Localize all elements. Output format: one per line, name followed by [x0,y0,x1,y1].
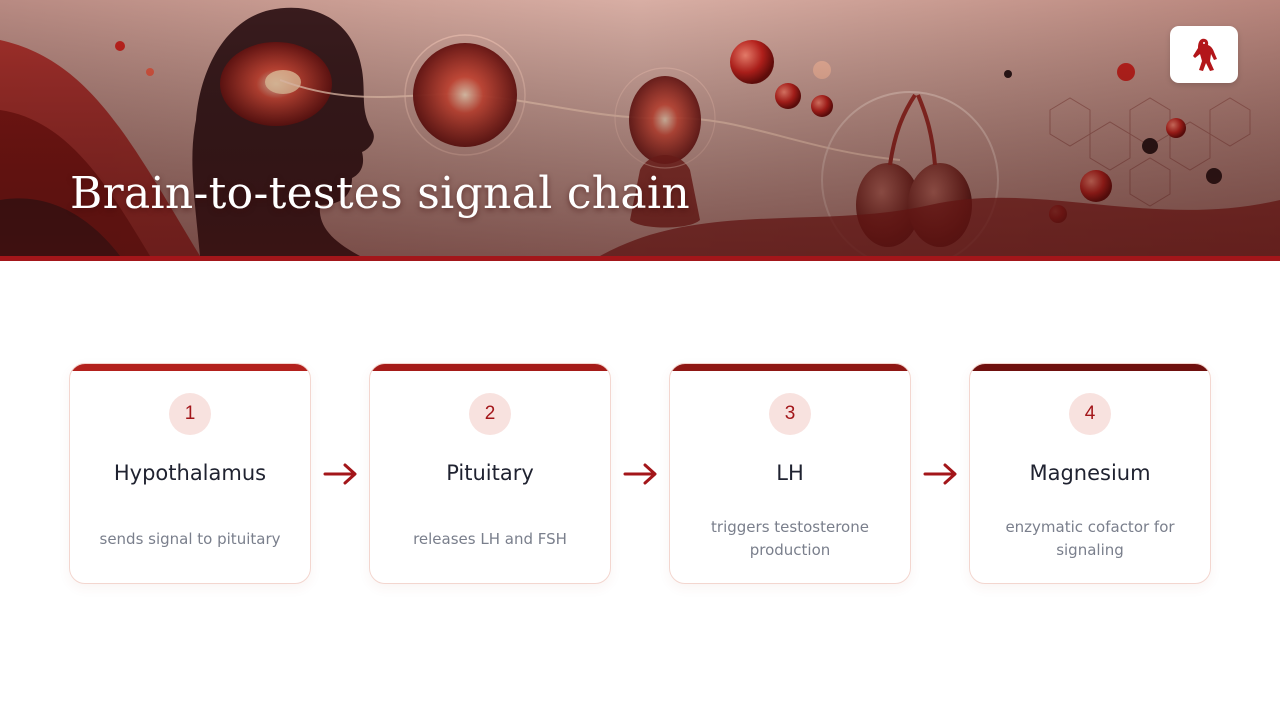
step-title: Hypothalamus [113,461,267,485]
step-number-badge: 2 [469,393,511,435]
step-description: sends signal to pituitary [99,529,281,548]
arrow-right-icon [923,463,957,485]
step-card-pituitary: 2 Pituitary releases LH and FSH [369,363,611,584]
arrow-right-icon [323,463,357,485]
step-accent-bar [70,364,310,371]
step-title: LH [776,461,804,485]
step-number-badge: 1 [169,393,211,435]
banner-illustration [0,0,1280,256]
step-card-hypothalamus: 1 Hypothalamus sends signal to pituitary [69,363,311,584]
step-description: releases LH and FSH [413,529,567,548]
bigfoot-logo-icon [1193,38,1217,71]
step-title: Pituitary [446,461,534,485]
step-title: Magnesium [1029,461,1151,485]
arrow-right-icon [623,463,657,485]
step-number-badge: 3 [769,393,811,435]
step-accent-bar [970,364,1210,371]
step-card-magnesium: 4 Magnesium enzymatic cofactor for signa… [969,363,1211,584]
step-description: triggers testosterone production [711,518,869,559]
step-card-lh: 3 LH triggers testosterone production [669,363,911,584]
step-accent-bar [670,364,910,371]
step-description: enzymatic cofactor for signaling [1005,518,1175,559]
step-accent-bar [370,364,610,371]
banner-divider [0,256,1280,261]
step-number-badge: 4 [1069,393,1111,435]
logo-button[interactable] [1170,26,1238,83]
header-banner: Brain-to-testes signal chain [0,0,1280,256]
page-title: Brain-to-testes signal chain [70,168,690,219]
